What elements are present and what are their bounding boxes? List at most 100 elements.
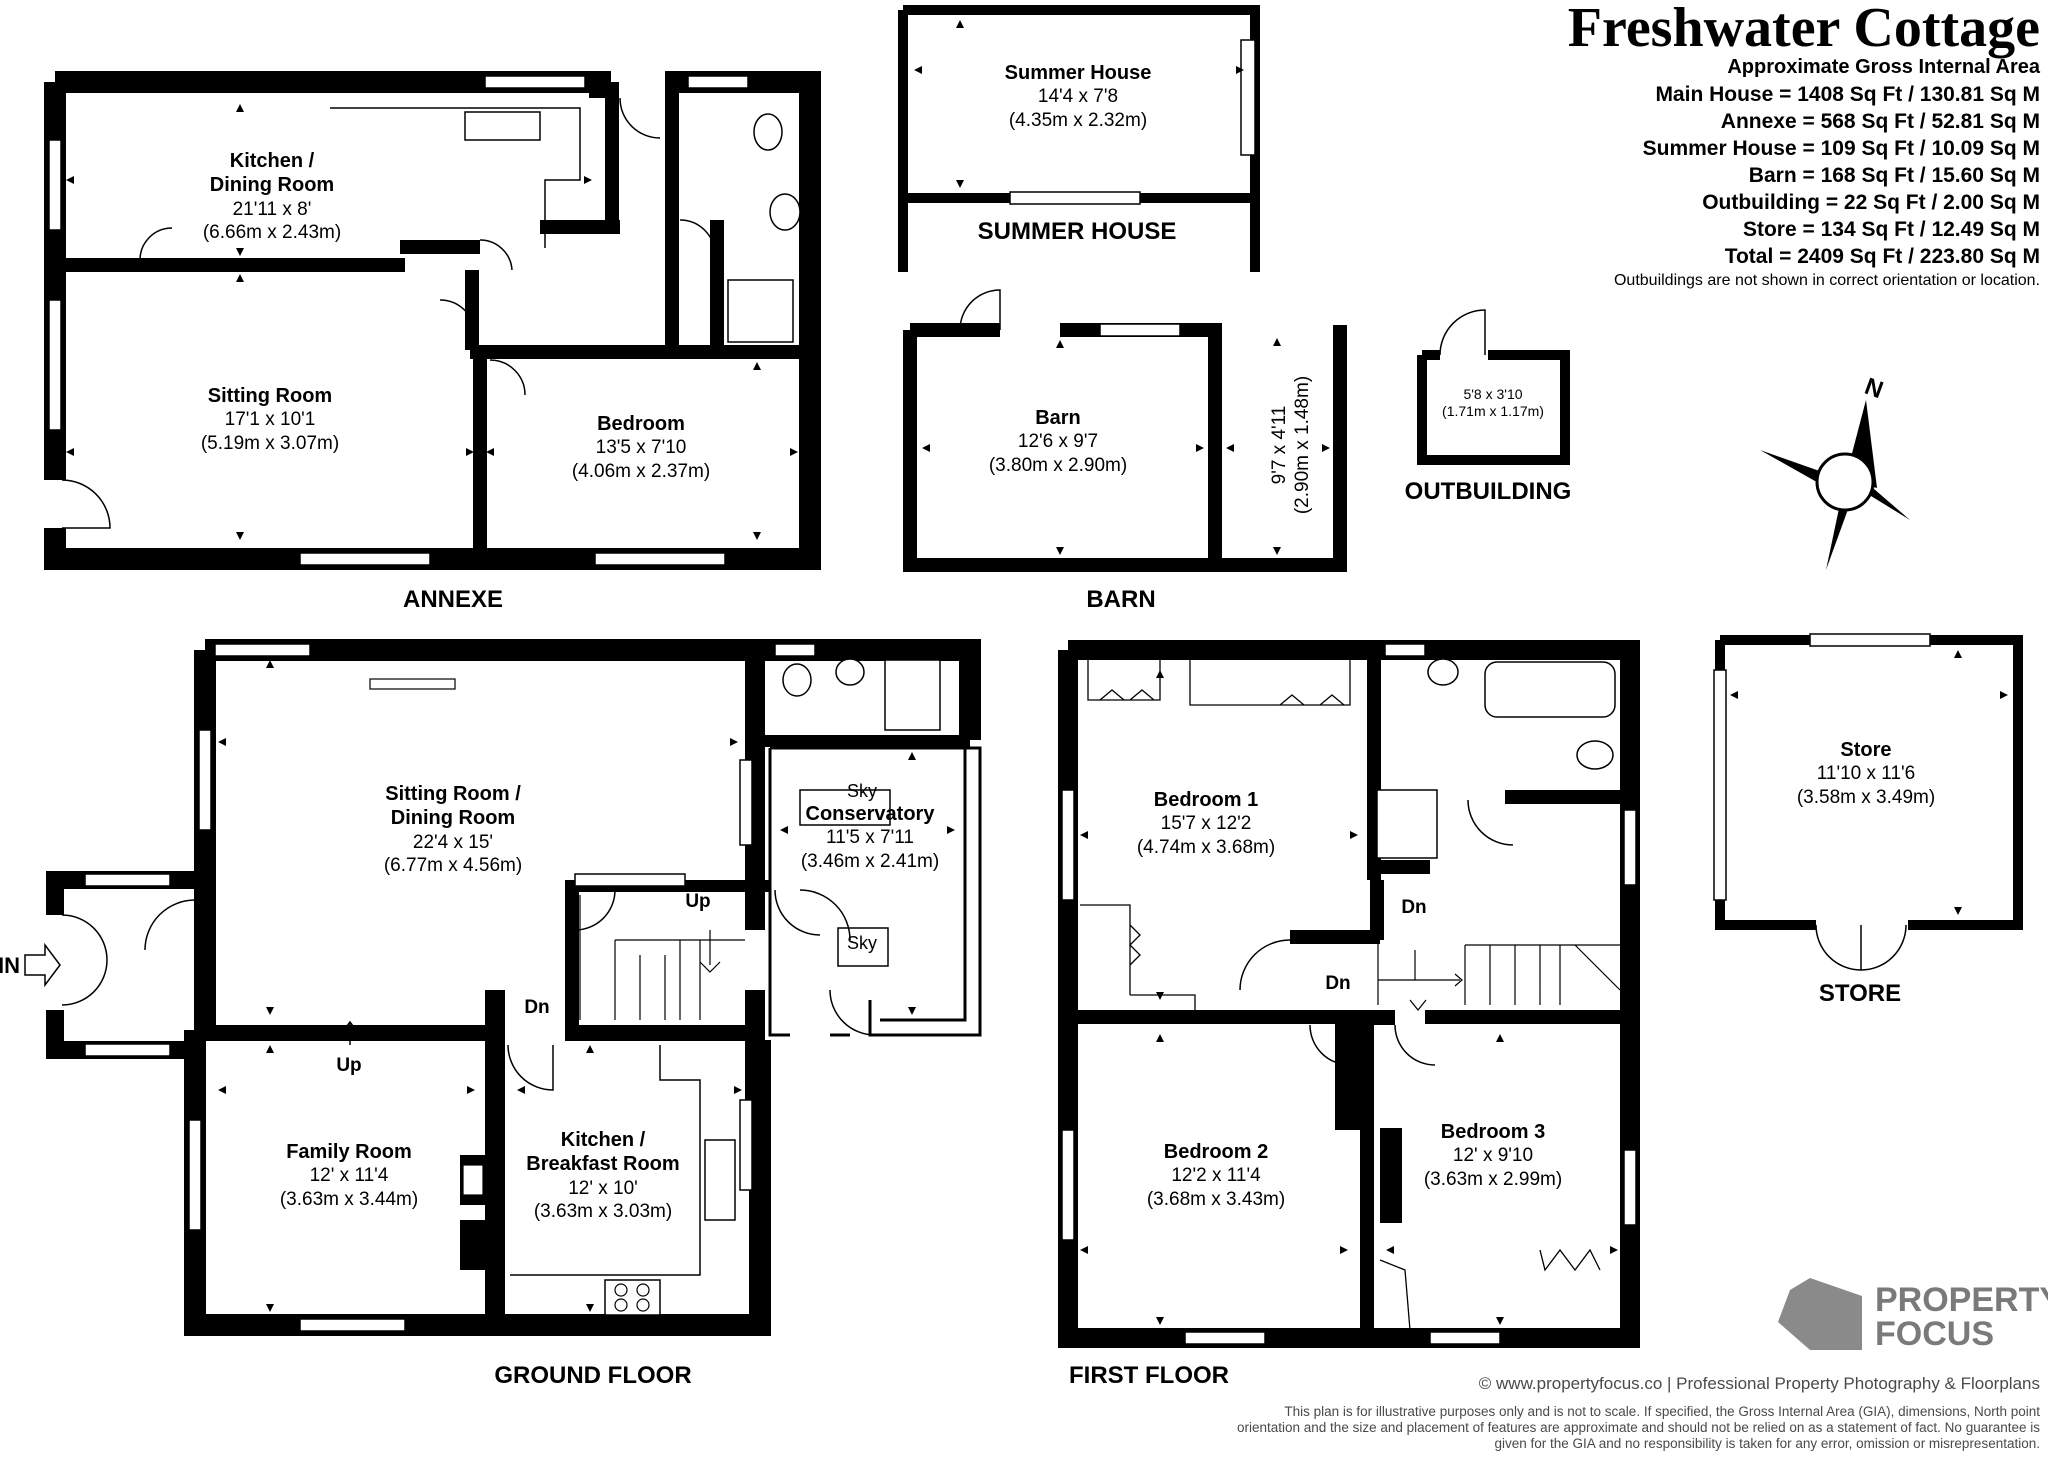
stairs-down-label: Dn — [524, 997, 550, 1018]
wall — [1380, 1128, 1402, 1223]
room-size-metric: (3.46m x 2.41m) — [800, 850, 940, 872]
area-line: Annexe = 568 Sq Ft / 52.81 Sq M — [1720, 110, 2040, 133]
wall — [750, 735, 970, 747]
window — [1809, 633, 1931, 647]
window — [1623, 1149, 1637, 1226]
wall — [1060, 1010, 1345, 1024]
room-label-ff-bedroom3: Bedroom 3 12' x 9'10 (3.63m x 2.99m) — [1424, 1120, 1562, 1191]
room-size-metric: (2.90m x 1.48m) — [1292, 375, 1314, 515]
annexe-wall — [400, 240, 480, 254]
entrance-arrow — [24, 942, 61, 988]
basin — [835, 658, 865, 686]
staircase — [579, 895, 745, 1020]
window — [1184, 1331, 1266, 1345]
window — [198, 729, 212, 831]
window — [1384, 643, 1426, 657]
door-gap — [44, 480, 68, 528]
door-swing — [679, 219, 716, 256]
room-label-gf-conservatory: Conservatory 11'5 x 7'11 (3.46m x 2.41m) — [801, 802, 939, 873]
kitchen-worktop — [510, 1045, 701, 1276]
shower — [727, 279, 794, 343]
wall — [1425, 1010, 1635, 1024]
room-size-imperial: 22'4 x 15' — [412, 831, 494, 853]
room-size-imperial: 12'6 x 9'7 — [1017, 431, 1099, 453]
bath — [1484, 661, 1616, 718]
door-swing — [439, 299, 476, 336]
barn-plan — [903, 289, 1347, 572]
fireplace — [369, 678, 456, 690]
door-swing — [1394, 1024, 1436, 1066]
room-name: Sitting Room / — [385, 783, 521, 805]
basin — [1427, 658, 1459, 686]
window — [574, 873, 686, 887]
wall — [1290, 930, 1380, 944]
door-swing — [479, 239, 513, 271]
window — [1713, 669, 1727, 901]
dimension-arrows — [1080, 670, 1618, 1325]
stairs-down-label: Dn — [1401, 897, 1427, 918]
room-name: Dining Room — [390, 807, 516, 830]
room-name: Kitchen / — [560, 1129, 646, 1151]
window — [739, 759, 753, 846]
window — [687, 75, 749, 89]
room-size-imperial: 13'5 x 7'10 — [595, 437, 687, 459]
kitchen-sink — [704, 1139, 736, 1221]
room-size-imperial: 15'7 x 12'2 — [1160, 813, 1252, 835]
door-swing — [574, 889, 616, 931]
first-floor-wall — [1058, 640, 1640, 1348]
room-label-store: Store 11'10 x 11'6 (3.58m x 3.49m) — [1797, 738, 1935, 809]
room-label-outbuilding: 5'8 x 3'10 (1.71m x 1.17m) — [1442, 386, 1544, 420]
skylight — [799, 789, 891, 826]
door-swing — [959, 289, 1001, 331]
room-name: Summer House — [1004, 62, 1152, 84]
wall — [1505, 790, 1635, 804]
wood-burner — [462, 1164, 484, 1196]
wall — [460, 1220, 488, 1270]
room-size-metric: (3.80m x 2.90m) — [988, 454, 1128, 476]
room-label-gf-kitchen: Kitchen / Breakfast Room 12' x 10' (3.63… — [526, 1128, 679, 1223]
area-line: Outbuilding = 22 Sq Ft / 2.00 Sq M — [1702, 191, 2040, 214]
room-label-ff-bedroom2: Bedroom 2 12'2 x 11'4 (3.68m x 3.43m) — [1147, 1140, 1285, 1211]
basin — [769, 193, 801, 231]
stair-arrow — [343, 1020, 357, 1045]
area-line: Store = 134 Sq Ft / 12.49 Sq M — [1742, 218, 2040, 241]
room-size-imperial: 17'1 x 10'1 — [224, 409, 316, 431]
dimension-arrows — [66, 104, 798, 540]
room-size-metric: (3.58m x 3.49m) — [1796, 786, 1936, 808]
door-swing — [507, 1044, 554, 1091]
entrance-label: IN — [0, 953, 20, 978]
window — [739, 1099, 753, 1191]
wall — [745, 650, 765, 930]
annexe-plan — [44, 71, 821, 570]
outbuilding-wall — [1417, 350, 1570, 465]
room-size-metric: (1.71m x 1.17m) — [1442, 402, 1544, 419]
wall — [565, 1025, 765, 1041]
wall — [1360, 1015, 1374, 1340]
door-swing — [144, 899, 196, 951]
dimension-arrows — [218, 660, 955, 1312]
wall — [410, 1025, 490, 1041]
window — [1429, 1331, 1501, 1345]
room-label-annexe-kitchen: Kitchen / Dining Room 21'11 x 8' (6.66m … — [203, 149, 341, 244]
room-name: Conservatory — [805, 803, 935, 825]
ground-floor-plan — [24, 639, 982, 1336]
room-label-barn-side: 9'7 x 4'11 (2.90m x 1.48m) — [1268, 360, 1314, 530]
toilet — [1576, 740, 1614, 770]
brand-logo-line: PROPERTY — [1875, 1281, 2048, 1319]
room-name: Bedroom — [597, 413, 685, 435]
room-size-imperial: 12' x 11'4 — [309, 1165, 389, 1187]
annexe-wall — [540, 220, 620, 234]
room-size-imperial: 5'8 x 3'10 — [1463, 386, 1523, 402]
room-size-metric: (4.74m x 3.68m) — [1136, 836, 1276, 858]
room-size-metric: (6.66m x 2.43m) — [202, 221, 342, 243]
skylight-label: Sky — [846, 933, 878, 953]
room-size-imperial: 12'2 x 11'4 — [1171, 1165, 1261, 1187]
window — [299, 1318, 406, 1332]
door-swing — [1467, 799, 1514, 846]
room-size-imperial: 12' x 10' — [568, 1177, 638, 1199]
room-name: Store — [1840, 739, 1892, 761]
wall — [485, 990, 505, 1325]
store-plan — [1713, 633, 2023, 971]
wall — [195, 1025, 415, 1041]
